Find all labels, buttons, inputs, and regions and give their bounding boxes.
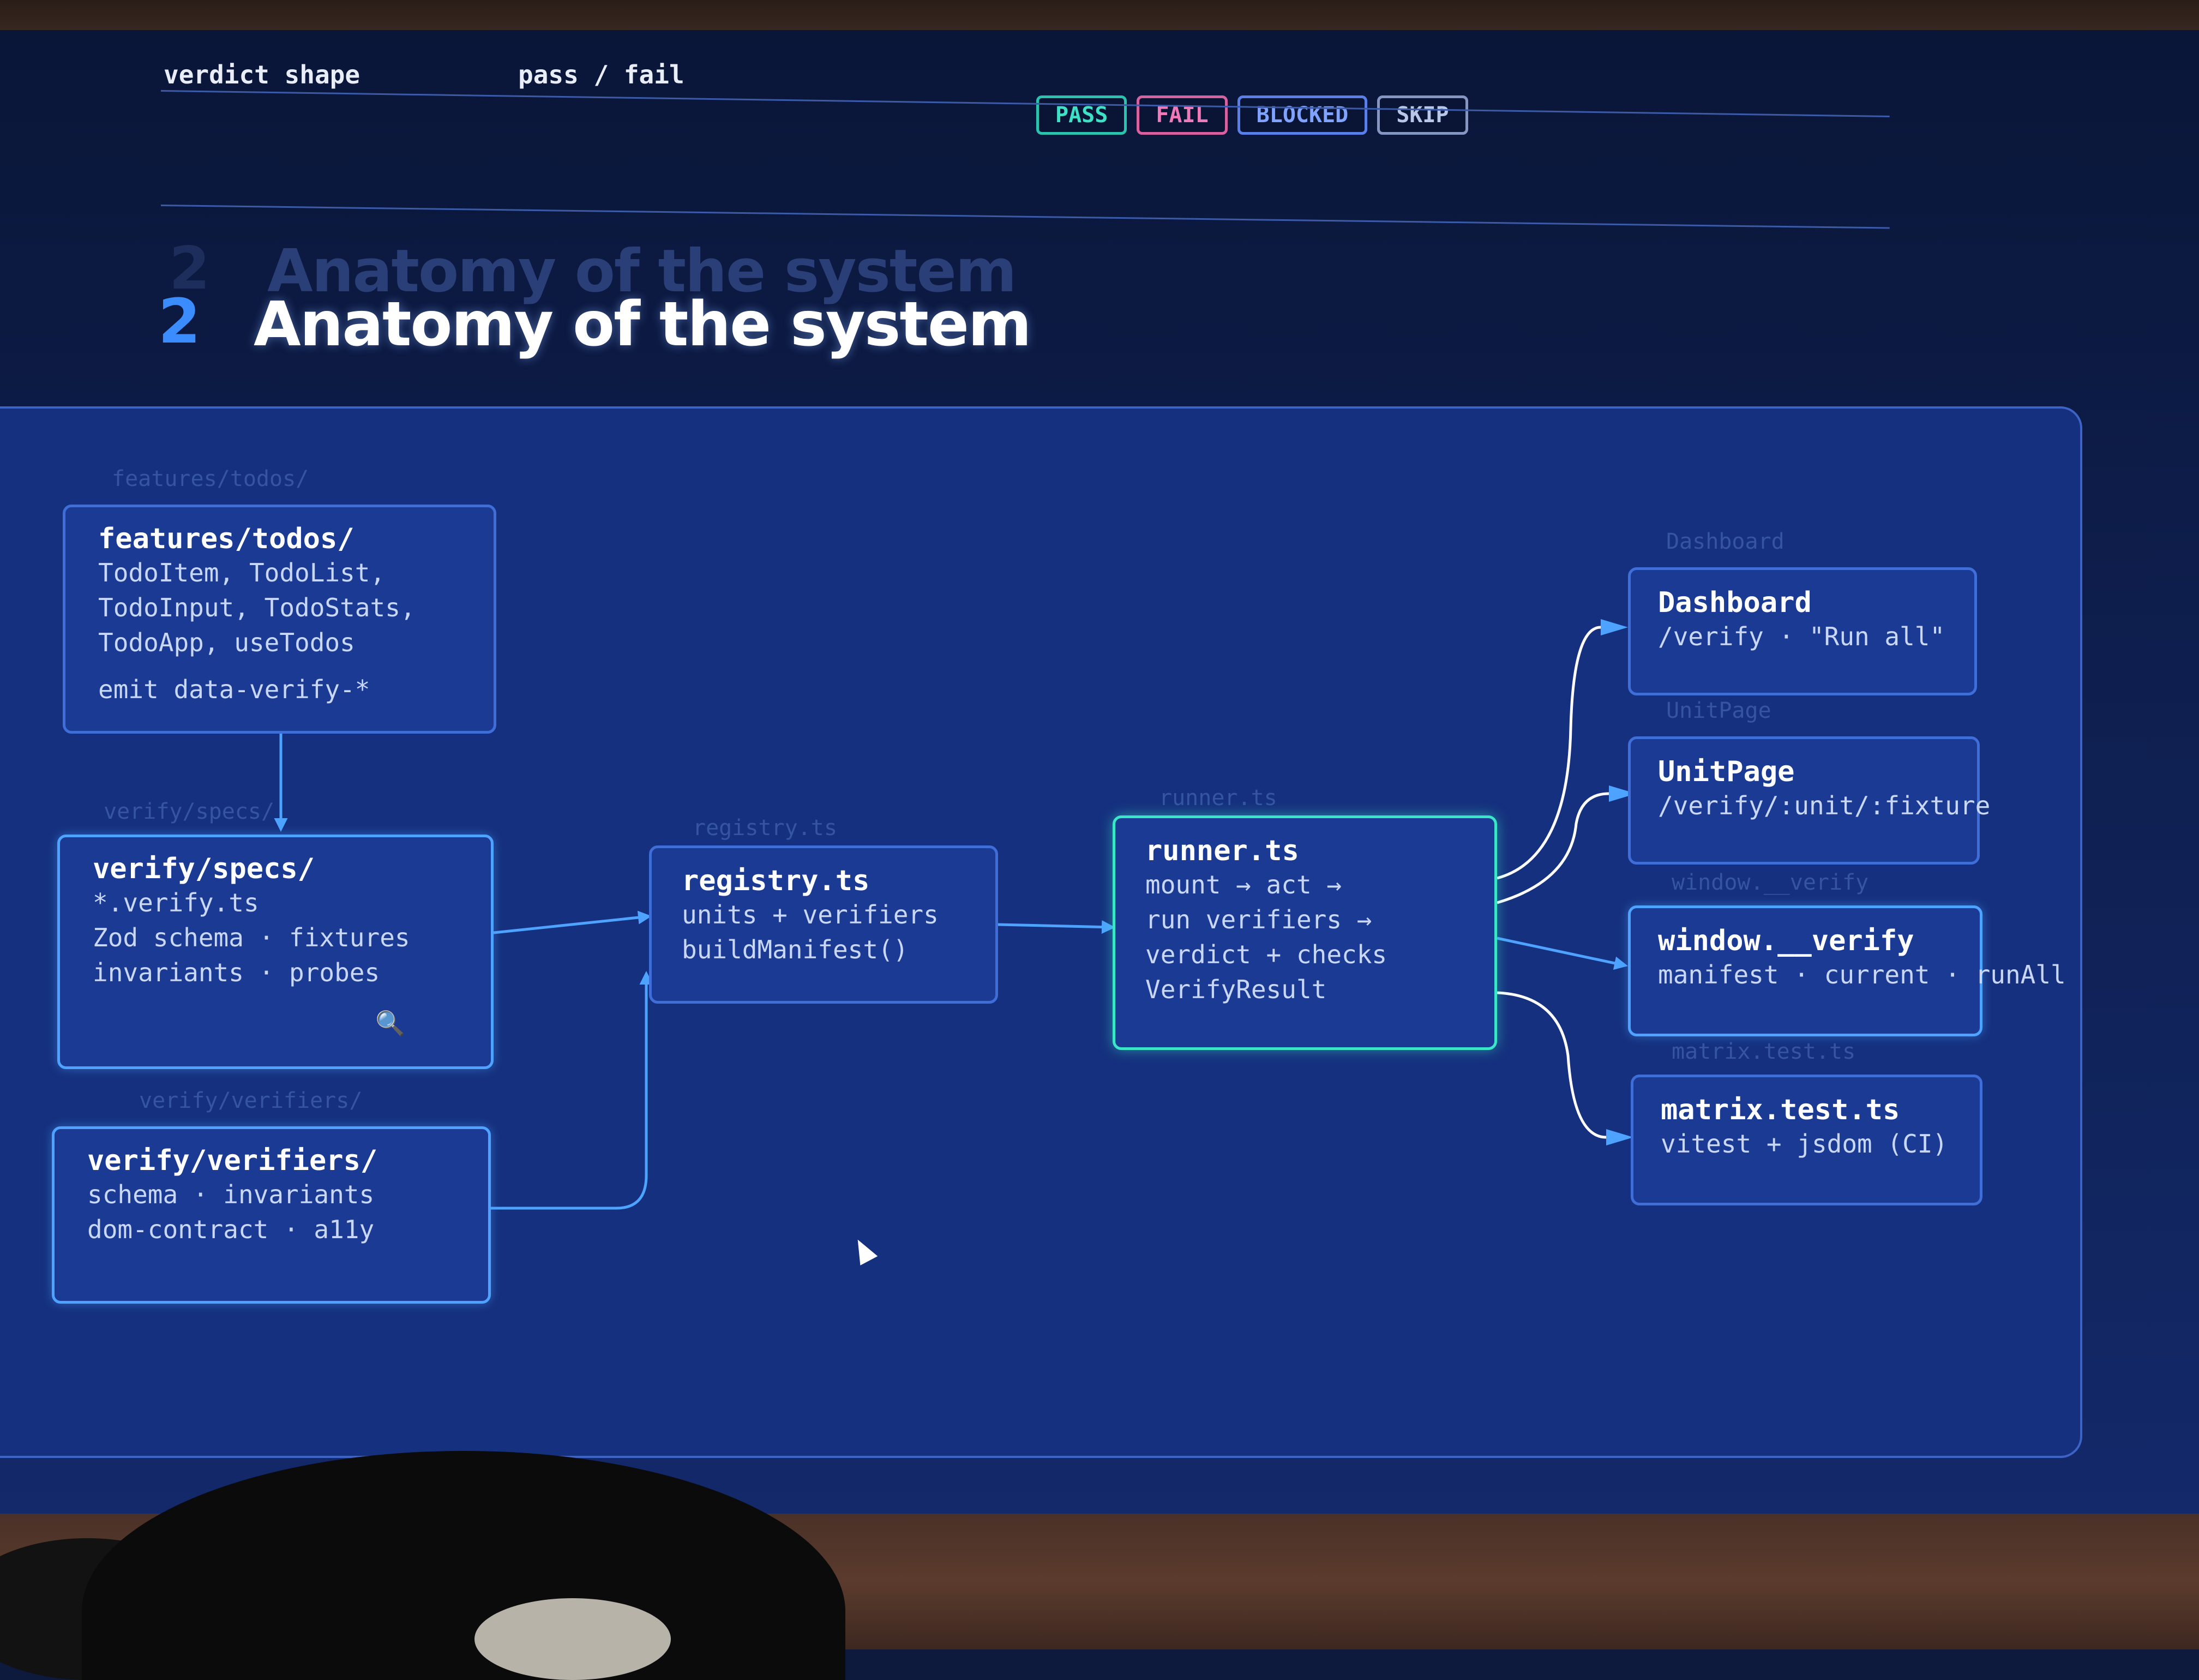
ghost-label-specs: verify/specs/ [104,799,275,824]
audience-highlight [474,1598,671,1680]
badge-blocked: BLOCKED [1237,95,1368,135]
node-runner-title: runner.ts [1145,835,1299,867]
node-window-line-1: manifest · current · runAll [1658,960,2066,989]
ghost-label-features: features/todos/ [112,466,309,491]
node-verifiers-line-1: schema · invariants [87,1180,375,1209]
badge-skip: SKIP [1377,95,1468,135]
badge-pass: PASS [1036,95,1127,135]
node-unitpage: UnitPage /verify/:unit/:fixture [1628,736,1991,865]
node-runner-line-4: VerifyResult [1145,975,1327,1004]
node-dashboard-title: Dashboard [1658,586,1812,619]
node-verify-verifiers: verify/verifiers/ schema · invariants do… [52,1126,491,1304]
ghost-label-verifiers: verify/verifiers/ [139,1088,363,1113]
arrowhead-dashboard [1601,619,1628,635]
edge-specs-to-registry [493,910,652,934]
node-matrix-test: matrix.test.ts vitest + jsdom (CI) [1631,1075,1982,1205]
node-matrix-title: matrix.test.ts [1661,1094,1900,1126]
section-title-ghost: Anatomy of the system [267,237,1017,305]
section-number: 2 [158,286,201,357]
node-matrix-line-1: vitest + jsdom (CI) [1661,1129,1948,1159]
ghost-label-dashboard: Dashboard [1666,529,1785,554]
node-specs-line-2: Zod schema · fixtures [93,923,410,952]
ghost-label-registry: registry.ts [693,815,837,841]
node-registry-line-1: units + verifiers [682,900,939,929]
node-features-line-3: TodoApp, useTodos [98,628,355,657]
node-verifiers-title: verify/verifiers/ [87,1144,378,1177]
node-verify-specs: verify/specs/ *.verify.ts Zod schema · f… [57,835,494,1069]
diagram-edges [274,619,1636,1210]
projector-screen: verdict shape pass / fail PASS FAIL BLOC… [0,30,2199,1525]
node-registry-line-2: buildManifest() [682,935,909,964]
node-specs-line-3: invariants · probes [93,958,380,987]
node-runner-line-1: mount → act → [1145,870,1342,899]
node-unitpage-line-1: /verify/:unit/:fixture [1658,791,1991,820]
node-verifiers-line-2: dom-contract · a11y [87,1215,375,1244]
ghost-label-unitpage: UnitPage [1666,698,1771,723]
edge-runner-to-dashboard [1497,626,1601,880]
node-features-line-2: TodoInput, TodoStats, [98,593,416,622]
pass-fail-label: pass / fail [518,60,684,89]
edge-runner-to-window [1497,937,1628,970]
node-runner-line-3: verdict + checks [1145,940,1387,969]
edge-runner-to-matrix [1497,991,1607,1139]
arrowhead-unitpage [1609,785,1636,802]
node-features-line-1: TodoItem, TodoList, [98,558,386,587]
node-registry: registry.ts units + verifiers buildManif… [649,845,998,1004]
edge-verifiers-to-registry [491,971,653,1210]
node-registry-title: registry.ts [682,865,870,897]
node-features-footer: emit data-verify-* [98,675,370,704]
edge-runner-to-unitpage [1497,792,1609,904]
node-runner: runner.ts mount → act → run verifiers → … [1113,815,1497,1050]
node-specs-title: verify/specs/ [93,853,315,885]
magnifier-icon: 🔍 [375,1010,405,1037]
section-number-ghost: 2 [169,235,211,303]
node-dashboard: Dashboard /verify · "Run all" [1628,567,1977,695]
node-window-verify: window.__verify manifest · current · run… [1628,905,2066,1036]
node-runner-line-2: run verifiers → [1145,905,1372,934]
node-features-todos: features/todos/ TodoItem, TodoList, Todo… [63,505,496,734]
node-dashboard-line-1: /verify · "Run all" [1658,622,1945,651]
section-title: Anatomy of the system [254,289,1032,360]
node-specs-line-1: *.verify.ts [93,888,259,917]
node-unitpage-title: UnitPage [1658,755,1795,788]
ghost-label-matrix: matrix.test.ts [1672,1039,1856,1064]
arrowhead-matrix [1606,1129,1633,1145]
verdict-shape-label: verdict shape [164,60,361,89]
ghost-label-runner: runner.ts [1159,785,1277,811]
ghost-label-window: window.__verify [1672,870,1869,895]
node-window-title: window.__verify [1658,925,1914,957]
edge-registry-to-runner [998,920,1115,934]
node-features-title: features/todos/ [98,523,355,555]
